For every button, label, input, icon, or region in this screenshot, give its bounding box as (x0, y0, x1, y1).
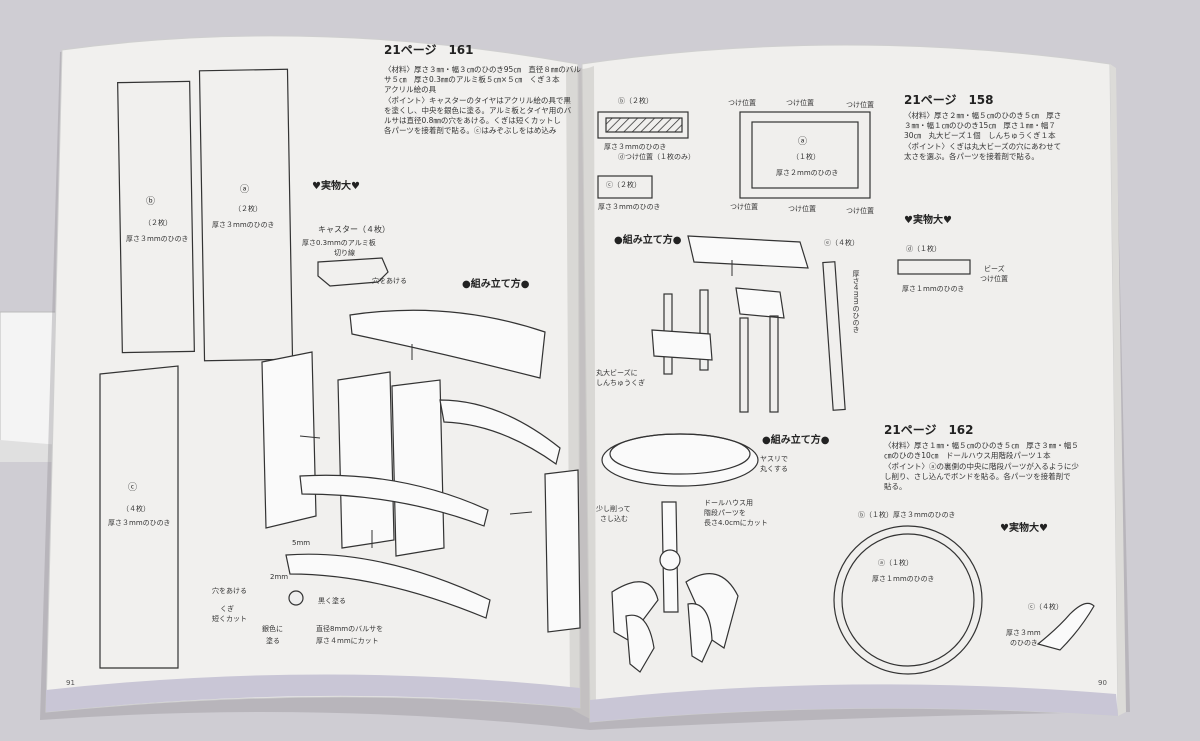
part-d-beads: ビーズ (984, 265, 1005, 273)
left-page-title: 21ページ 161 (384, 43, 474, 57)
part-b2-label: ⓑ（２枚） (618, 97, 653, 105)
left-section-actual: ♥実物大♥ (312, 181, 360, 192)
attach-pos-3: つけ位置 (846, 101, 874, 109)
mat-158-3: 30㎝ 丸大ビーズ１個 しんちゅうくぎ１本 (904, 131, 1056, 140)
part-a-outline (198, 68, 294, 362)
wheel-silver: 銀色に (262, 625, 283, 633)
part-a2-qty: （１枚） (792, 153, 820, 161)
mat-158-2: ３㎜・幅１㎝のひのき15㎝ 厚さ１㎜・幅７ (904, 121, 1056, 130)
part-b3-label: ⓑ（１枚）厚さ３mmのひのき (858, 511, 956, 519)
wheel-dim-1: 5mm (292, 539, 311, 547)
part-c-label: ⓒ (128, 483, 138, 493)
mat-158-1: 〈材料〉厚さ２㎜・幅５㎝のひのき５㎝ 厚さ (904, 111, 1062, 120)
part-a-qty: （２枚） (234, 205, 262, 213)
part-e-desc: 厚さ４mmのひのき (852, 270, 860, 333)
part-c3-label: ⓒ（４枚） (1028, 603, 1063, 611)
dollhouse-note-3: 長さ4.0cmにカット (704, 519, 768, 527)
left-point-2: を塗くし、中央を銀色に塗る。アルミ板とタイヤ用のバ (384, 106, 572, 115)
slight-note-2: さし込む (600, 515, 628, 523)
wheel-black: 黒く塗る (318, 597, 346, 605)
left-point-4: 各パーツを接着剤で貼る。ⓒはみぞぶしをはめ込み (384, 126, 557, 135)
part-a-label: ⓐ (240, 185, 250, 195)
point-162-2: し削り、さし込んでボンドを貼る。各パーツを接着剤で (884, 472, 1071, 481)
left-point-1: 〈ポイント〉キャスターのタイヤはアクリル絵の具で黒 (384, 96, 571, 105)
part-c-qty: （４枚） (122, 505, 150, 513)
part-c3-desc: 厚さ３mm (1006, 629, 1041, 637)
right-section-assembly-1: ●組み立て方● (614, 235, 682, 246)
wheel-nail-2: 短くカット (212, 615, 247, 623)
mat-162-2: ㎝のひのき10㎝ ドールハウス用階段パーツ１本 (884, 451, 1051, 460)
part-d-beads-2: つけ位置 (980, 275, 1008, 283)
attach-pos-2: つけ位置 (786, 99, 814, 107)
right-section-actual-2: ♥実物大♥ (1000, 523, 1048, 534)
left-section-assembly: ●組み立て方● (462, 279, 530, 290)
part-b2-desc: 厚さ３mmのひのき (604, 143, 667, 151)
left-bottom-strip (46, 674, 580, 712)
left-materials-1: 〈材料〉厚さ３㎜・幅３㎝のひのき95㎝ 直径８㎜のバル (384, 65, 581, 74)
point-162-3: 貼る。 (884, 482, 907, 491)
left-page-number: 91 (66, 679, 75, 687)
bead-note: 丸大ビーズに (596, 369, 638, 377)
dollhouse-note-2: 階段パーツを (704, 509, 746, 517)
part-a2-desc: 厚さ２mmのひのき (776, 169, 839, 177)
part-c-outline (99, 365, 179, 669)
part-a-desc: 厚さ３mmのひのき (212, 221, 275, 229)
point-158-2: 太さを選ぶ。各パーツを接着剤で貼る。 (904, 152, 1039, 161)
dollhouse-note: ドールハウス用 (704, 499, 753, 507)
left-point-3: ルサは直径0.8㎜の穴をあける。くぎは短くカットし (384, 116, 561, 125)
part-a3-desc: 厚さ１mmのひのき (872, 575, 935, 583)
part-d-desc: 厚さ１mmのひのき (902, 285, 965, 293)
right-page-number: 90 (1098, 679, 1107, 687)
point-158-1: 〈ポイント〉くぎは丸大ビーズの穴にあわせて (904, 142, 1062, 151)
part-d-label: ⓓ（１枚） (906, 245, 941, 253)
part-c3-desc-2: のひのき (1010, 639, 1038, 647)
wheel-balsa: 直径8mmのバルサを (316, 625, 384, 633)
part-b-outline (117, 80, 195, 354)
right-bottom-strip (590, 684, 1118, 722)
left-materials-2: サ５㎝ 厚さ0.3㎜のアルミ板５㎝×５㎝ くぎ３本 (384, 75, 560, 84)
wheel-hole: 穴をあける (212, 587, 247, 595)
part-b-qty: （２枚） (144, 219, 172, 227)
attach-pos-5: つけ位置 (788, 205, 816, 213)
attach-pos-1: つけ位置 (728, 99, 756, 107)
part-a3-label: ⓐ（１枚） (878, 559, 913, 567)
wheel-nail: くぎ (220, 605, 234, 613)
part-e-label: ⓔ（４枚） (824, 239, 859, 247)
right-section-assembly-2: ●組み立て方● (762, 435, 830, 446)
wheel-silver-2: 塗る (266, 637, 280, 645)
caster-hole: 穴をあける (372, 277, 407, 285)
part-c2-desc: 厚さ３mmのひのき (598, 203, 661, 211)
part-b-label: ⓑ (146, 197, 156, 207)
wheel-balsa-2: 厚さ４mmにカット (316, 637, 379, 645)
file-note: ヤスリで (760, 455, 788, 463)
file-note-2: 丸くする (760, 465, 788, 473)
part-b2-pos: ⓓつけ位置（１枚のみ） (618, 153, 695, 161)
part-b-desc: 厚さ３mmのひのき (126, 235, 189, 243)
caster-cut: 切り線 (334, 249, 355, 257)
attach-pos-4: つけ位置 (730, 203, 758, 211)
wheel-dim-2: 2mm (270, 573, 289, 581)
point-162-1: 〈ポイント〉ⓐの裏側の中央に階段パーツが入るように少 (884, 462, 1079, 471)
part-c-desc: 厚さ３mmのひのき (108, 519, 171, 527)
caster-label: キャスター（４枚） (318, 225, 390, 234)
caster-shape (317, 257, 389, 287)
mat-162-1: 〈材料〉厚さ１㎜・幅５㎝のひのき５㎝ 厚さ３㎜・幅５ (884, 441, 1079, 450)
right-section-actual: ♥実物大♥ (904, 215, 952, 226)
slight-note: 少し削って (596, 505, 631, 513)
part-a2-label: ⓐ (798, 137, 808, 147)
caster-sub: 厚さ0.3mmのアルミ板 (302, 239, 376, 247)
attach-pos-6: つけ位置 (846, 207, 874, 215)
part-c2-label: ⓒ（２枚） (606, 181, 641, 189)
right-title-158: 21ページ 158 (904, 93, 994, 107)
right-title-162: 21ページ 162 (884, 423, 974, 437)
bead-note-2: しんちゅうくぎ (596, 379, 645, 387)
left-materials-3: アクリル絵の具 (384, 85, 437, 94)
